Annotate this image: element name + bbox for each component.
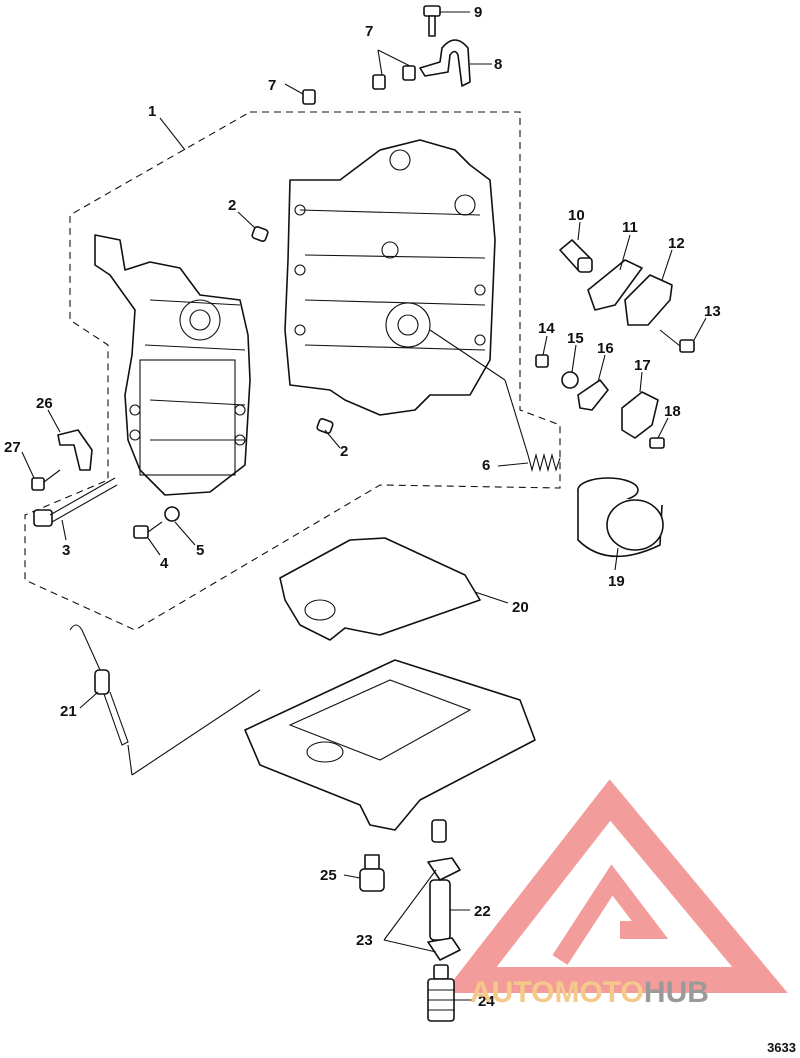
callout-labels: 1 2 2 3 4 5 6 7 7 8 9 10 11 12 13 14 15 … — [4, 4, 721, 1010]
callout-27: 27 — [4, 439, 21, 456]
callout-24: 24 — [478, 993, 495, 1010]
bolt-3 — [33, 477, 118, 527]
screw-9 — [423, 5, 441, 37]
callout-20: 20 — [512, 599, 529, 616]
callout-10: 10 — [568, 207, 585, 224]
callout-15: 15 — [567, 330, 584, 347]
callout-7-center: 7 — [365, 23, 373, 40]
cover-12 — [624, 274, 673, 326]
screw-27 — [31, 469, 61, 491]
callout-23: 23 — [356, 932, 373, 949]
leader-lines — [21, 11, 707, 1001]
callout-3: 3 — [62, 542, 70, 559]
callout-1: 1 — [148, 103, 156, 120]
gasket-11 — [587, 259, 643, 311]
callout-13: 13 — [704, 303, 721, 320]
callout-26: 26 — [36, 395, 53, 412]
callout-8: 8 — [494, 56, 502, 73]
gasket-20 — [279, 537, 481, 641]
callout-4: 4 — [160, 555, 169, 572]
pin-center-b — [402, 65, 416, 81]
dowel-pin-upper — [251, 226, 269, 242]
dowel-pin-lower — [316, 418, 334, 434]
callout-9: 9 — [474, 4, 482, 21]
callout-17: 17 — [634, 357, 651, 374]
callout-12: 12 — [668, 235, 685, 252]
fitting-top — [431, 819, 447, 843]
cylinder-block — [284, 139, 496, 416]
figure-number: 3633 — [767, 1040, 796, 1055]
oil-pickup-screen — [427, 964, 455, 1022]
clamp-23-upper — [427, 857, 461, 881]
spring-6 — [527, 452, 561, 473]
watermark-wordmark: AUTOMOTOHUB — [470, 976, 709, 1009]
clamp-23-lower — [427, 937, 461, 961]
callout-6: 6 — [482, 457, 490, 474]
gasket-16 — [577, 379, 609, 411]
clamp — [419, 39, 471, 87]
callout-2-lower: 2 — [340, 443, 348, 460]
watermark-text-part1: AUTOMOTO — [470, 976, 644, 1009]
watermark-text-part2: HUB — [644, 976, 709, 1009]
temperature-sensor — [559, 239, 593, 273]
pin-left — [302, 89, 316, 105]
cylinder-block-assembly-outline — [24, 111, 561, 631]
washer-15 — [561, 371, 579, 389]
watermark-logo — [443, 779, 788, 993]
screw-13 — [659, 329, 695, 353]
adapter-plate — [244, 659, 536, 831]
callout-21: 21 — [60, 703, 77, 720]
tube-22 — [429, 879, 451, 941]
screw-18 — [649, 437, 665, 449]
washer-5 — [164, 506, 180, 522]
callout-22: 22 — [474, 903, 491, 920]
callout-18: 18 — [664, 403, 681, 420]
screw-4 — [133, 521, 163, 539]
callout-5: 5 — [196, 542, 204, 559]
callout-7-left: 7 — [268, 77, 276, 94]
oil-filter — [577, 477, 664, 558]
callout-2-upper: 2 — [228, 197, 236, 214]
fitting-25 — [359, 854, 385, 892]
callout-14: 14 — [538, 320, 555, 337]
cover-17 — [621, 391, 659, 439]
callout-19: 19 — [608, 573, 625, 590]
callout-16: 16 — [597, 340, 614, 357]
dipstick — [69, 624, 129, 746]
callout-25: 25 — [320, 867, 337, 884]
pin-center-a — [372, 74, 386, 90]
callout-11: 11 — [622, 219, 638, 236]
cylinder-head — [94, 234, 251, 496]
bracket-26 — [57, 429, 93, 471]
screw-14 — [535, 354, 549, 368]
